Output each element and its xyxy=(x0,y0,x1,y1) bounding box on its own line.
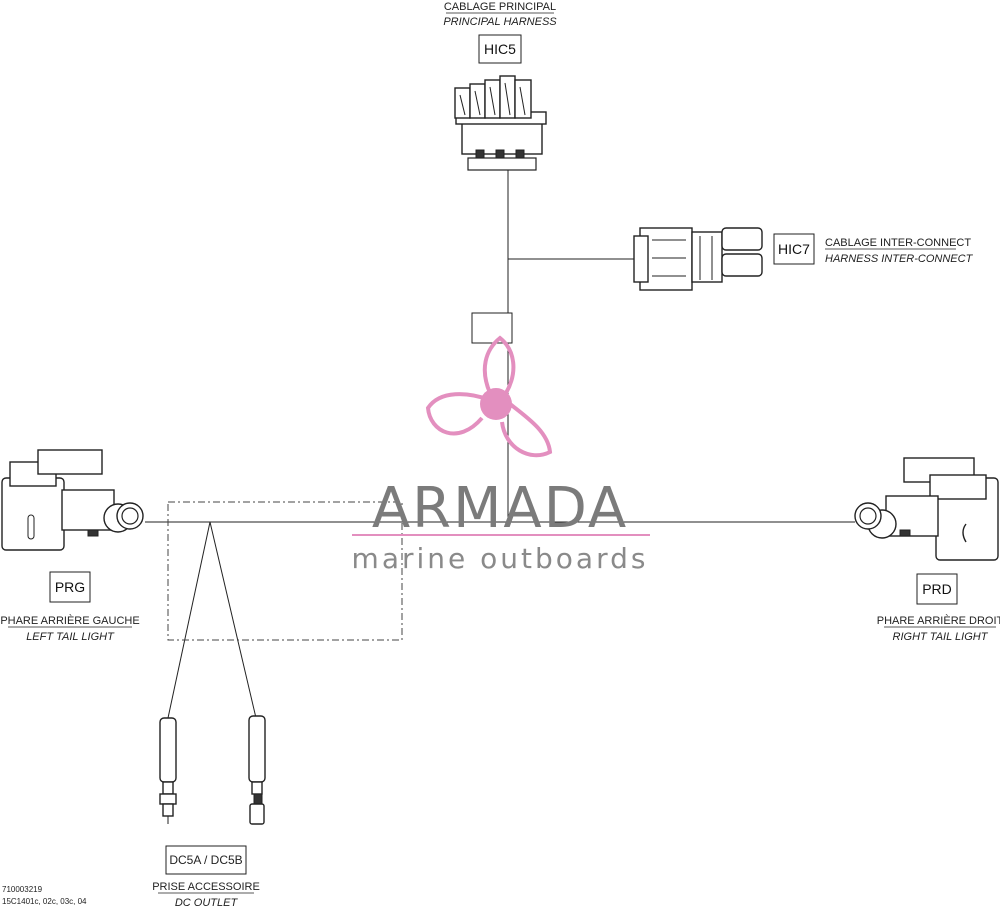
prg-code-box xyxy=(49,571,91,603)
watermark-tagline: marine outboards xyxy=(352,542,649,575)
prg-group: PRG PHARE ARRIÈRE GAUCHE LEFT TAIL LIGHT xyxy=(0,449,144,643)
armada-watermark: ARMADA marine outboards xyxy=(352,335,650,575)
prg-title-en: LEFT TAIL LIGHT xyxy=(26,631,115,643)
wires xyxy=(145,170,855,719)
right-tail-light-connector-icon xyxy=(854,457,999,561)
dc-outlet-pin-b-icon xyxy=(248,715,266,825)
prd-code-box xyxy=(916,573,958,605)
part-number: 710003219 xyxy=(2,885,43,894)
watermark-brand: ARMADA xyxy=(372,476,628,541)
hic7-group: HIC7 CABLAGE INTER-CONNECT HARNESS INTER… xyxy=(633,227,974,291)
hic5-group: CABLAGE PRINCIPAL PRINCIPAL HARNESS HIC5 xyxy=(443,1,557,171)
dc-outlet-wire-b xyxy=(209,521,257,719)
reference-codes: 15C1401c, 02c, 03c, 04 xyxy=(2,897,87,906)
hic7-title-en: HARNESS INTER-CONNECT xyxy=(825,253,974,265)
propeller-hub-icon xyxy=(480,388,512,420)
dc-outlet-code-box xyxy=(165,845,247,875)
hic5-connector-icon xyxy=(454,75,547,171)
dc-outlet-wire-a xyxy=(167,521,211,719)
prg-code: PRG xyxy=(55,579,85,595)
hic7-title-fr: CABLAGE INTER-CONNECT xyxy=(825,237,971,249)
dc-outlet-title-fr: PRISE ACCESSOIRE xyxy=(152,881,260,893)
propeller-logo-icon xyxy=(425,335,553,458)
dc-outlet-title-en: DC OUTLET xyxy=(175,897,239,908)
hic5-title-fr: CABLAGE PRINCIPAL xyxy=(444,1,556,13)
hic7-connector-icon xyxy=(633,227,763,291)
splice-box xyxy=(471,312,513,344)
hic7-code: HIC7 xyxy=(778,241,810,257)
hic5-code-box xyxy=(478,34,522,64)
left-tail-light-connector-icon xyxy=(1,449,144,551)
hic5-title-en: PRINCIPAL HARNESS xyxy=(443,16,557,28)
prd-title-en: RIGHT TAIL LIGHT xyxy=(893,631,989,643)
dc-outlet-pin-a-icon xyxy=(159,717,177,824)
prd-group: PRD PHARE ARRIÈRE DROIT RIGHT TAIL LIGHT xyxy=(854,457,1000,643)
hic7-code-box xyxy=(773,233,815,265)
prd-code: PRD xyxy=(922,581,952,597)
prg-title-fr: PHARE ARRIÈRE GAUCHE xyxy=(0,614,139,627)
hic5-code: HIC5 xyxy=(484,41,516,57)
dc-outlet-group: DC5A / DC5B PRISE ACCESSOIRE DC OUTLET xyxy=(152,715,266,908)
dashed-group-box xyxy=(167,501,403,641)
dc-outlet-code: DC5A / DC5B xyxy=(169,853,242,867)
prd-title-fr: PHARE ARRIÈRE DROIT xyxy=(877,614,1000,627)
